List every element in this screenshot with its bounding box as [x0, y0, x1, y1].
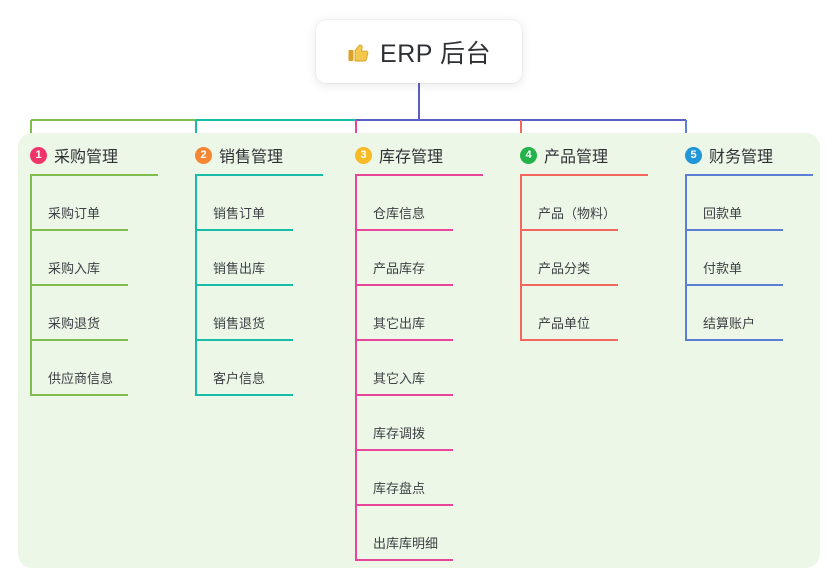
branch-badge-3: 3: [355, 146, 372, 164]
leaf-item-underline: [355, 449, 453, 451]
branch-badge-5: 5: [685, 146, 702, 164]
leaf-item-label: 结算账户: [703, 316, 756, 331]
leaf-item[interactable]: 产品分类: [520, 231, 668, 286]
leaf-item-label: 采购退货: [48, 316, 101, 331]
leaf-item-underline: [685, 339, 783, 341]
leaf-item[interactable]: 回款单: [685, 176, 833, 231]
leaf-item[interactable]: 其它入库: [355, 341, 503, 396]
leaf-item-label: 供应商信息: [48, 371, 114, 386]
leaf-item-underline: [355, 339, 453, 341]
leaf-item-underline: [30, 339, 128, 341]
branch-spine-4: [520, 176, 522, 341]
leaf-item-label: 付款单: [703, 261, 743, 276]
branch-items-2: 销售订单销售出库销售退货客户信息: [195, 176, 343, 396]
leaf-item-label: 采购订单: [48, 206, 101, 221]
branch-header-4[interactable]: 4 产品管理: [520, 143, 608, 167]
leaf-item[interactable]: 结算账户: [685, 286, 833, 341]
leaf-item-label: 回款单: [703, 206, 743, 221]
branch-items-3: 仓库信息产品库存其它出库其它入库库存调拨库存盘点出库库明细: [355, 176, 503, 561]
leaf-item-label: 销售出库: [213, 261, 266, 276]
leaf-item-label: 销售订单: [213, 206, 266, 221]
branch-header-3[interactable]: 3 库存管理: [355, 143, 443, 167]
branch-badge-2: 2: [195, 146, 212, 164]
leaf-item-underline: [355, 559, 453, 561]
leaf-item-label: 产品分类: [538, 261, 591, 276]
branch-underline-1: [30, 174, 158, 176]
leaf-item-underline: [520, 284, 618, 286]
leaf-item[interactable]: 客户信息: [195, 341, 343, 396]
leaf-item-label: 出库库明细: [373, 536, 439, 551]
leaf-item[interactable]: 其它出库: [355, 286, 503, 341]
branch-title-5: 财务管理: [709, 149, 774, 166]
leaf-item-underline: [30, 394, 128, 396]
leaf-item-label: 产品库存: [373, 261, 426, 276]
leaf-item[interactable]: 采购入库: [30, 231, 178, 286]
leaf-item-underline: [195, 284, 293, 286]
leaf-item-label: 产品单位: [538, 316, 591, 331]
leaf-item-underline: [195, 229, 293, 231]
leaf-item-underline: [30, 284, 128, 286]
leaf-item-underline: [520, 339, 618, 341]
leaf-item-label: 其它入库: [373, 371, 426, 386]
leaf-item-label: 采购入库: [48, 261, 101, 276]
branch-spine-2: [195, 176, 197, 396]
leaf-item-underline: [195, 394, 293, 396]
leaf-item-underline: [195, 339, 293, 341]
branch-items-5: 回款单付款单结算账户: [685, 176, 833, 341]
branch-items-1: 采购订单采购入库采购退货供应商信息: [30, 176, 178, 396]
branch-badge-4: 4: [520, 146, 537, 164]
branch-spine-1: [30, 176, 32, 396]
branch-items-4: 产品（物料） 产品分类产品单位: [520, 176, 668, 341]
leaf-item[interactable]: 产品（物料）: [520, 176, 668, 231]
branch-title-4: 产品管理: [544, 149, 609, 166]
branch-underline-5: [685, 174, 813, 176]
leaf-item[interactable]: 采购退货: [30, 286, 178, 341]
leaf-item-underline: [355, 394, 453, 396]
branch-spine-5: [685, 176, 687, 341]
leaf-item-underline: [685, 284, 783, 286]
leaf-item[interactable]: 采购订单: [30, 176, 178, 231]
branch-columns: 1 采购管理采购订单采购入库采购退货供应商信息 2 销售管理销售订单销售出库销售退货客…: [18, 133, 820, 568]
branch-spine-3: [355, 176, 357, 561]
branch-underline-2: [195, 174, 323, 176]
leaf-item[interactable]: 销售出库: [195, 231, 343, 286]
branch-header-2[interactable]: 2 销售管理: [195, 143, 283, 167]
leaf-item[interactable]: 仓库信息: [355, 176, 503, 231]
thumbs-up-icon: [347, 40, 371, 64]
leaf-item[interactable]: 供应商信息: [30, 341, 178, 396]
leaf-item-underline: [355, 229, 453, 231]
leaf-item-underline: [30, 229, 128, 231]
branch-header-1[interactable]: 1 采购管理: [30, 143, 118, 167]
leaf-item[interactable]: 付款单: [685, 231, 833, 286]
leaf-item-label: 产品（物料）: [538, 206, 617, 221]
leaf-item[interactable]: 销售订单: [195, 176, 343, 231]
leaf-item[interactable]: 出库库明细: [355, 506, 503, 561]
branch-underline-4: [520, 174, 648, 176]
branch-header-5[interactable]: 5 财务管理: [685, 143, 773, 167]
root-node-title: ERP 后台: [380, 39, 491, 68]
leaf-item-label: 其它出库: [373, 316, 426, 331]
leaf-item[interactable]: 销售退货: [195, 286, 343, 341]
leaf-item[interactable]: 库存调拨: [355, 396, 503, 451]
leaf-item[interactable]: 产品库存: [355, 231, 503, 286]
leaf-item-label: 库存调拨: [373, 426, 426, 441]
leaf-item-underline: [355, 284, 453, 286]
root-node-card[interactable]: ERP 后台: [316, 20, 522, 83]
leaf-item-label: 仓库信息: [373, 206, 426, 221]
branch-title-1: 采购管理: [54, 149, 119, 166]
leaf-item-underline: [520, 229, 618, 231]
branch-badge-1: 1: [30, 146, 47, 164]
branch-underline-3: [355, 174, 483, 176]
leaf-item-label: 客户信息: [213, 371, 266, 386]
leaf-item-underline: [685, 229, 783, 231]
leaf-item[interactable]: 库存盘点: [355, 451, 503, 506]
branch-title-2: 销售管理: [219, 149, 284, 166]
branch-title-3: 库存管理: [379, 149, 444, 166]
leaf-item[interactable]: 产品单位: [520, 286, 668, 341]
leaf-item-label: 销售退货: [213, 316, 266, 331]
leaf-item-label: 库存盘点: [373, 481, 426, 496]
leaf-item-underline: [355, 504, 453, 506]
